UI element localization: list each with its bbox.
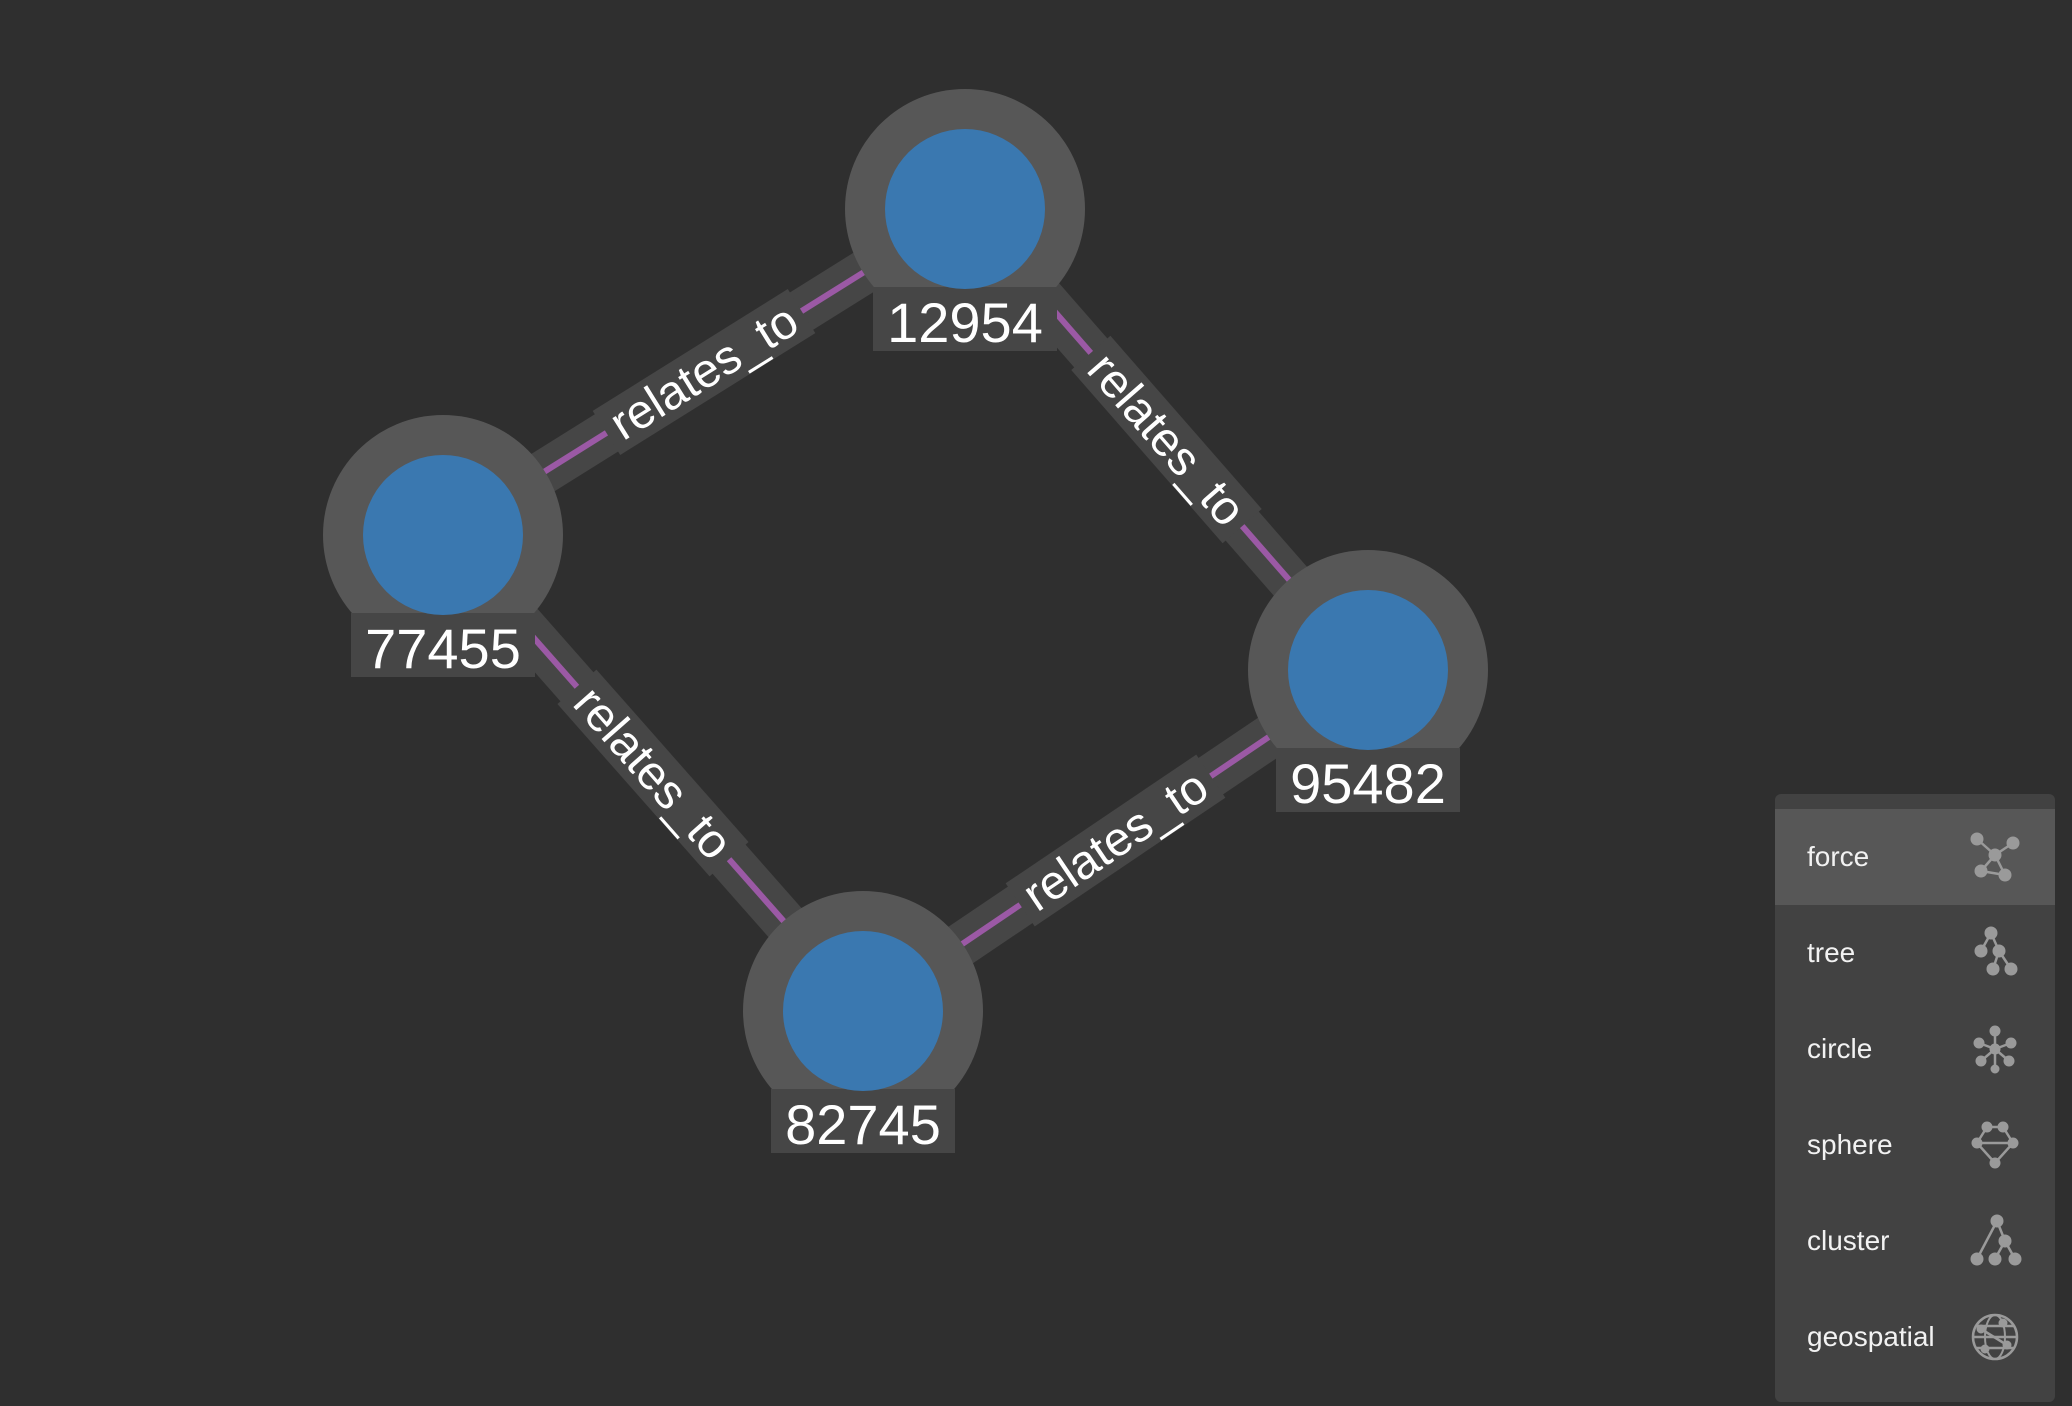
- edge-label-group: relates_to: [592, 289, 816, 455]
- edge-label-background: [592, 289, 816, 455]
- layout-panel: force tree circle sphere: [1775, 794, 2055, 1402]
- layout-label: force: [1807, 841, 1870, 872]
- layout-label: sphere: [1807, 1129, 1893, 1160]
- force-layout-icon: [1970, 832, 2020, 882]
- node-label: 77455: [365, 617, 521, 680]
- node-12954[interactable]: 12954: [845, 89, 1085, 354]
- node-label-background: [1276, 748, 1460, 812]
- layout-label: circle: [1807, 1033, 1873, 1064]
- edge-label: relates_to: [601, 294, 808, 451]
- node-circle[interactable]: [363, 455, 523, 615]
- node-label: 95482: [1290, 752, 1446, 815]
- sphere-layout-icon: [1971, 1121, 2019, 1169]
- layout-label: geospatial: [1807, 1321, 1935, 1352]
- node-label-background: [771, 1089, 955, 1153]
- edge-label-background: [1005, 754, 1226, 927]
- layout-item-sphere[interactable]: sphere: [1775, 1097, 2055, 1193]
- edge-label-group: relates_to: [557, 669, 749, 877]
- edge-label: relates_to: [563, 677, 742, 870]
- geospatial-layout-icon: [1971, 1313, 2019, 1361]
- layout-label: cluster: [1807, 1225, 1890, 1256]
- node-82745[interactable]: 82745: [743, 891, 983, 1156]
- edge-label-group: relates_to: [1005, 754, 1226, 927]
- layout-item-geospatial[interactable]: geospatial: [1775, 1289, 2055, 1385]
- node-label-background: [873, 287, 1057, 351]
- node-layer: 12954 77455 95482 82745: [323, 89, 1488, 1156]
- layout-label: tree: [1807, 937, 1856, 968]
- layout-item-circle[interactable]: circle: [1775, 1001, 2055, 1097]
- node-label: 12954: [887, 291, 1043, 354]
- edge-label-background: [557, 669, 749, 877]
- node-label: 82745: [785, 1093, 941, 1156]
- node-circle[interactable]: [1288, 590, 1448, 750]
- layout-item-cluster[interactable]: cluster: [1775, 1193, 2055, 1289]
- edge-label: relates_to: [1077, 343, 1256, 537]
- layout-item-tree[interactable]: tree: [1775, 905, 2055, 1001]
- node-label-background: [351, 613, 535, 677]
- node-circle[interactable]: [783, 931, 943, 1091]
- tree-layout-icon: [1974, 926, 2018, 976]
- circle-layout-icon: [1973, 1025, 2017, 1074]
- node-77455[interactable]: 77455: [323, 415, 563, 680]
- node-circle[interactable]: [885, 129, 1045, 289]
- edge-label-group: relates_to: [1071, 335, 1262, 544]
- cluster-layout-icon: [1970, 1214, 2022, 1266]
- layout-item-force[interactable]: force: [1775, 809, 2055, 905]
- edge-label: relates_to: [1014, 760, 1218, 922]
- edge-label-background: [1071, 335, 1262, 544]
- node-95482[interactable]: 95482: [1248, 550, 1488, 815]
